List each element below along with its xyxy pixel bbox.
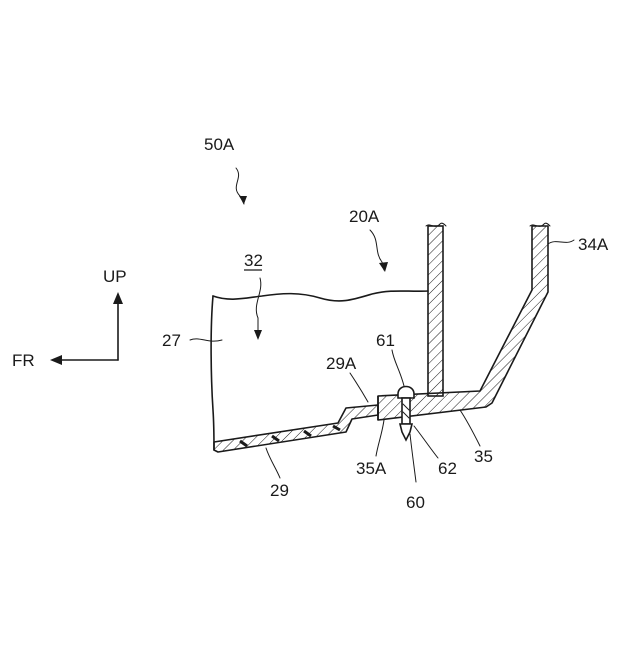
up-label: UP — [103, 267, 127, 286]
label-29: 29 — [270, 481, 289, 500]
label-35: 35 — [474, 447, 493, 466]
leader-35A — [376, 420, 384, 456]
front-arrowhead-icon — [50, 355, 62, 365]
label-61: 61 — [376, 331, 395, 350]
label-60: 60 — [406, 493, 425, 512]
leader-29 — [266, 448, 280, 478]
leader-34A — [548, 240, 574, 244]
leader-62 — [414, 426, 438, 458]
leader-29A — [350, 373, 368, 402]
label-27: 27 — [162, 331, 181, 350]
leader-27 — [190, 339, 222, 341]
up-arrowhead-icon — [113, 292, 123, 304]
reference-labels: 50A 20A 34A 32 27 29A 61 29 35A 60 62 35 — [162, 135, 609, 512]
floor-member — [214, 405, 378, 452]
leader-32 — [256, 278, 261, 338]
leader-35 — [460, 410, 480, 446]
label-35A: 35A — [356, 459, 387, 478]
label-50A: 50A — [204, 135, 235, 154]
direction-indicator: UP FR — [12, 267, 127, 370]
label-29A: 29A — [326, 354, 357, 373]
vertical-panel — [426, 223, 446, 396]
label-34A: 34A — [578, 235, 609, 254]
label-32: 32 — [244, 251, 263, 270]
front-label: FR — [12, 351, 35, 370]
leader-61 — [392, 350, 404, 386]
leader-60 — [410, 434, 416, 482]
label-20A: 20A — [349, 207, 380, 226]
label-62: 62 — [438, 459, 457, 478]
